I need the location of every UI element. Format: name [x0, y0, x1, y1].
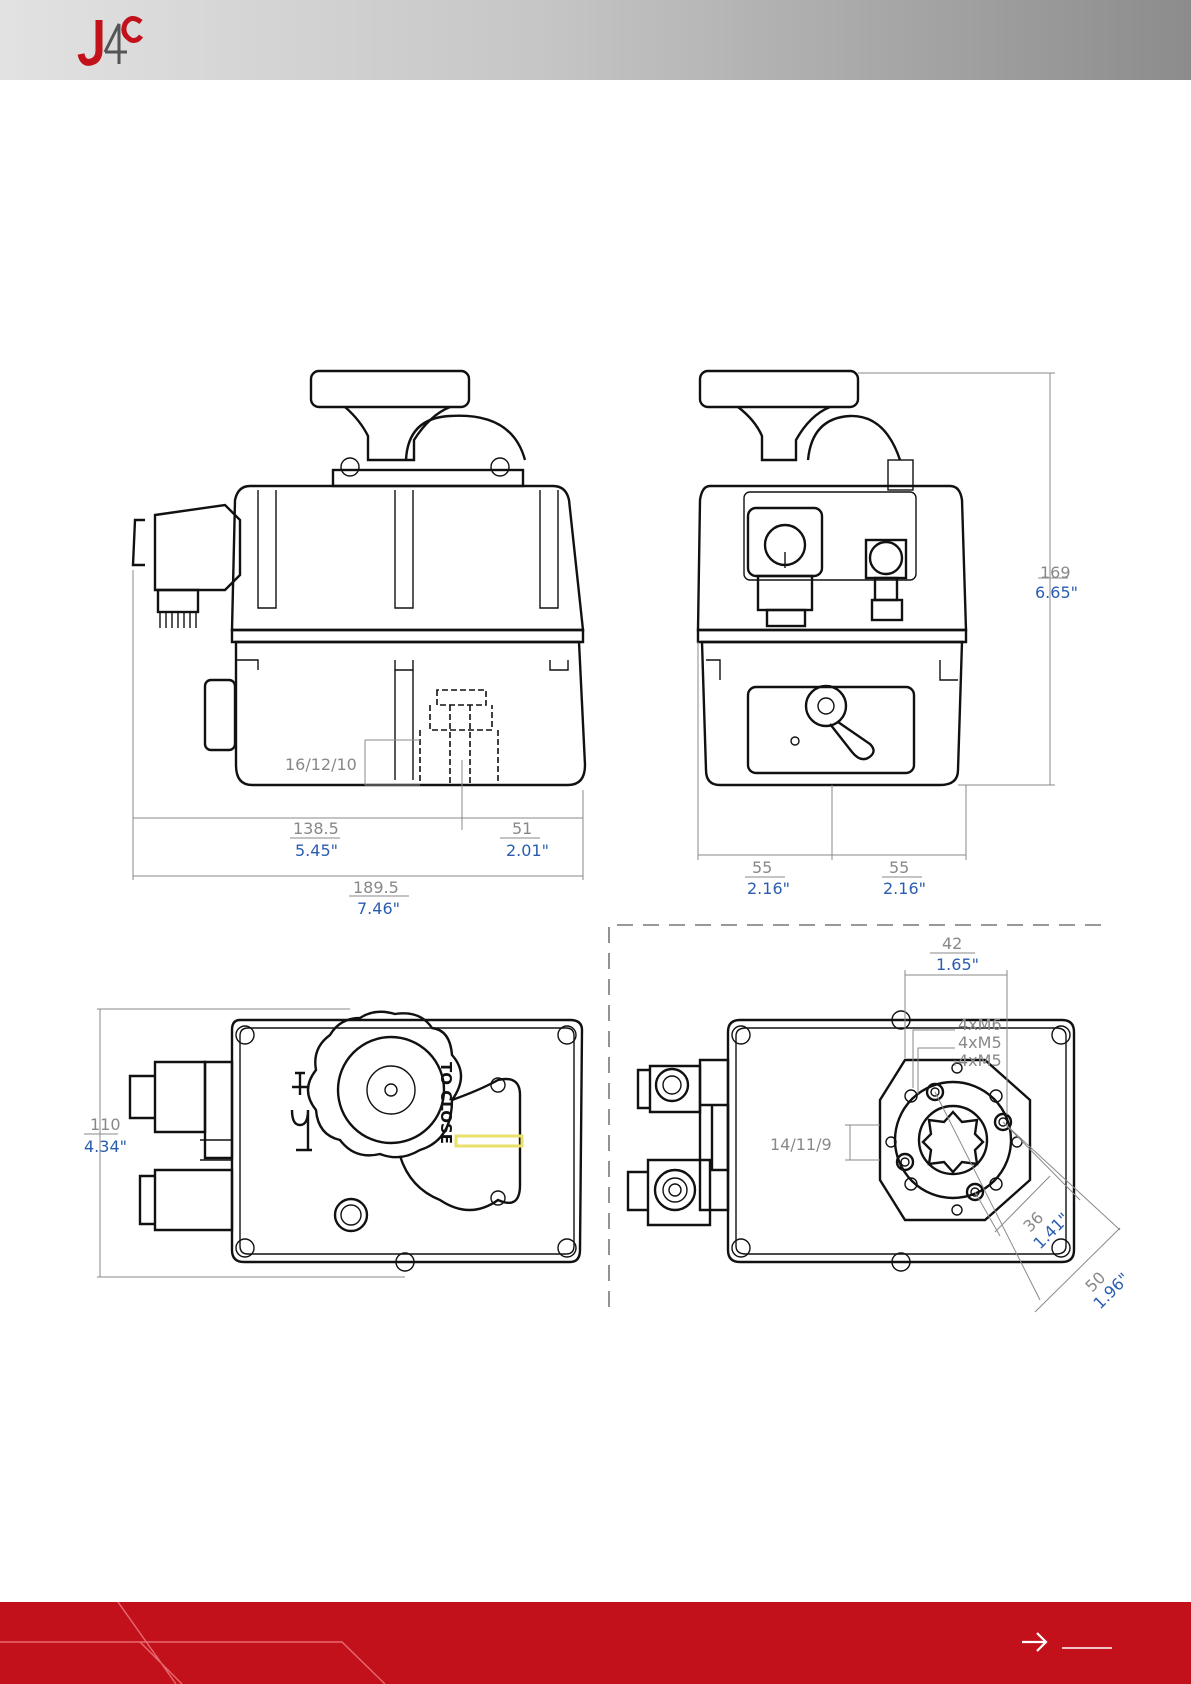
- position-indicator: [456, 1136, 522, 1146]
- dim-110-mm: 110: [90, 1115, 121, 1134]
- dim-169-in: 6.65": [1035, 583, 1078, 602]
- dim-42-in: 1.65": [936, 955, 979, 974]
- dim-55b-mm: 55: [889, 858, 909, 877]
- dim-169-mm: 169: [1040, 563, 1071, 582]
- dim-55b-in: 2.16": [883, 879, 926, 898]
- dim-14-11-9: 14/11/9: [770, 1135, 832, 1154]
- dim-42-mm: 42: [942, 934, 962, 953]
- arrow-right-icon[interactable]: [1022, 1633, 1046, 1651]
- dim-55a-in: 2.16": [747, 879, 790, 898]
- dim-55a-mm: 55: [752, 858, 772, 877]
- side-view-left: [133, 371, 585, 785]
- dims-front-view: [698, 373, 1068, 877]
- dim-16-12-10: 16/12/10: [285, 755, 357, 774]
- dim-51-in: 2.01": [506, 841, 549, 860]
- dim-189-5-in: 7.46": [357, 899, 400, 918]
- knob-direction-label: TO CLOSE: [437, 1062, 455, 1144]
- top-view-left: TO CLOSE: [130, 1012, 582, 1271]
- dim-110-in: 4.34": [84, 1137, 127, 1156]
- dim-138-5-mm: 138.5: [293, 819, 339, 838]
- dim-4xm5-b: 4xM5: [958, 1051, 1002, 1070]
- section-frame: [609, 925, 1110, 1307]
- footer-lines: [0, 1602, 1191, 1684]
- dim-138-5-in: 5.45": [295, 841, 338, 860]
- dim-189-5-mm: 189.5: [353, 878, 399, 897]
- dims-bottom-view: [845, 953, 1120, 1312]
- dim-51-mm: 51: [512, 819, 532, 838]
- page-footer: [0, 1602, 1191, 1684]
- dim-4xm5-a: 4xM5: [958, 1033, 1002, 1052]
- dim-4xm6: 4xM6: [958, 1015, 1002, 1034]
- front-view-right: [698, 371, 966, 785]
